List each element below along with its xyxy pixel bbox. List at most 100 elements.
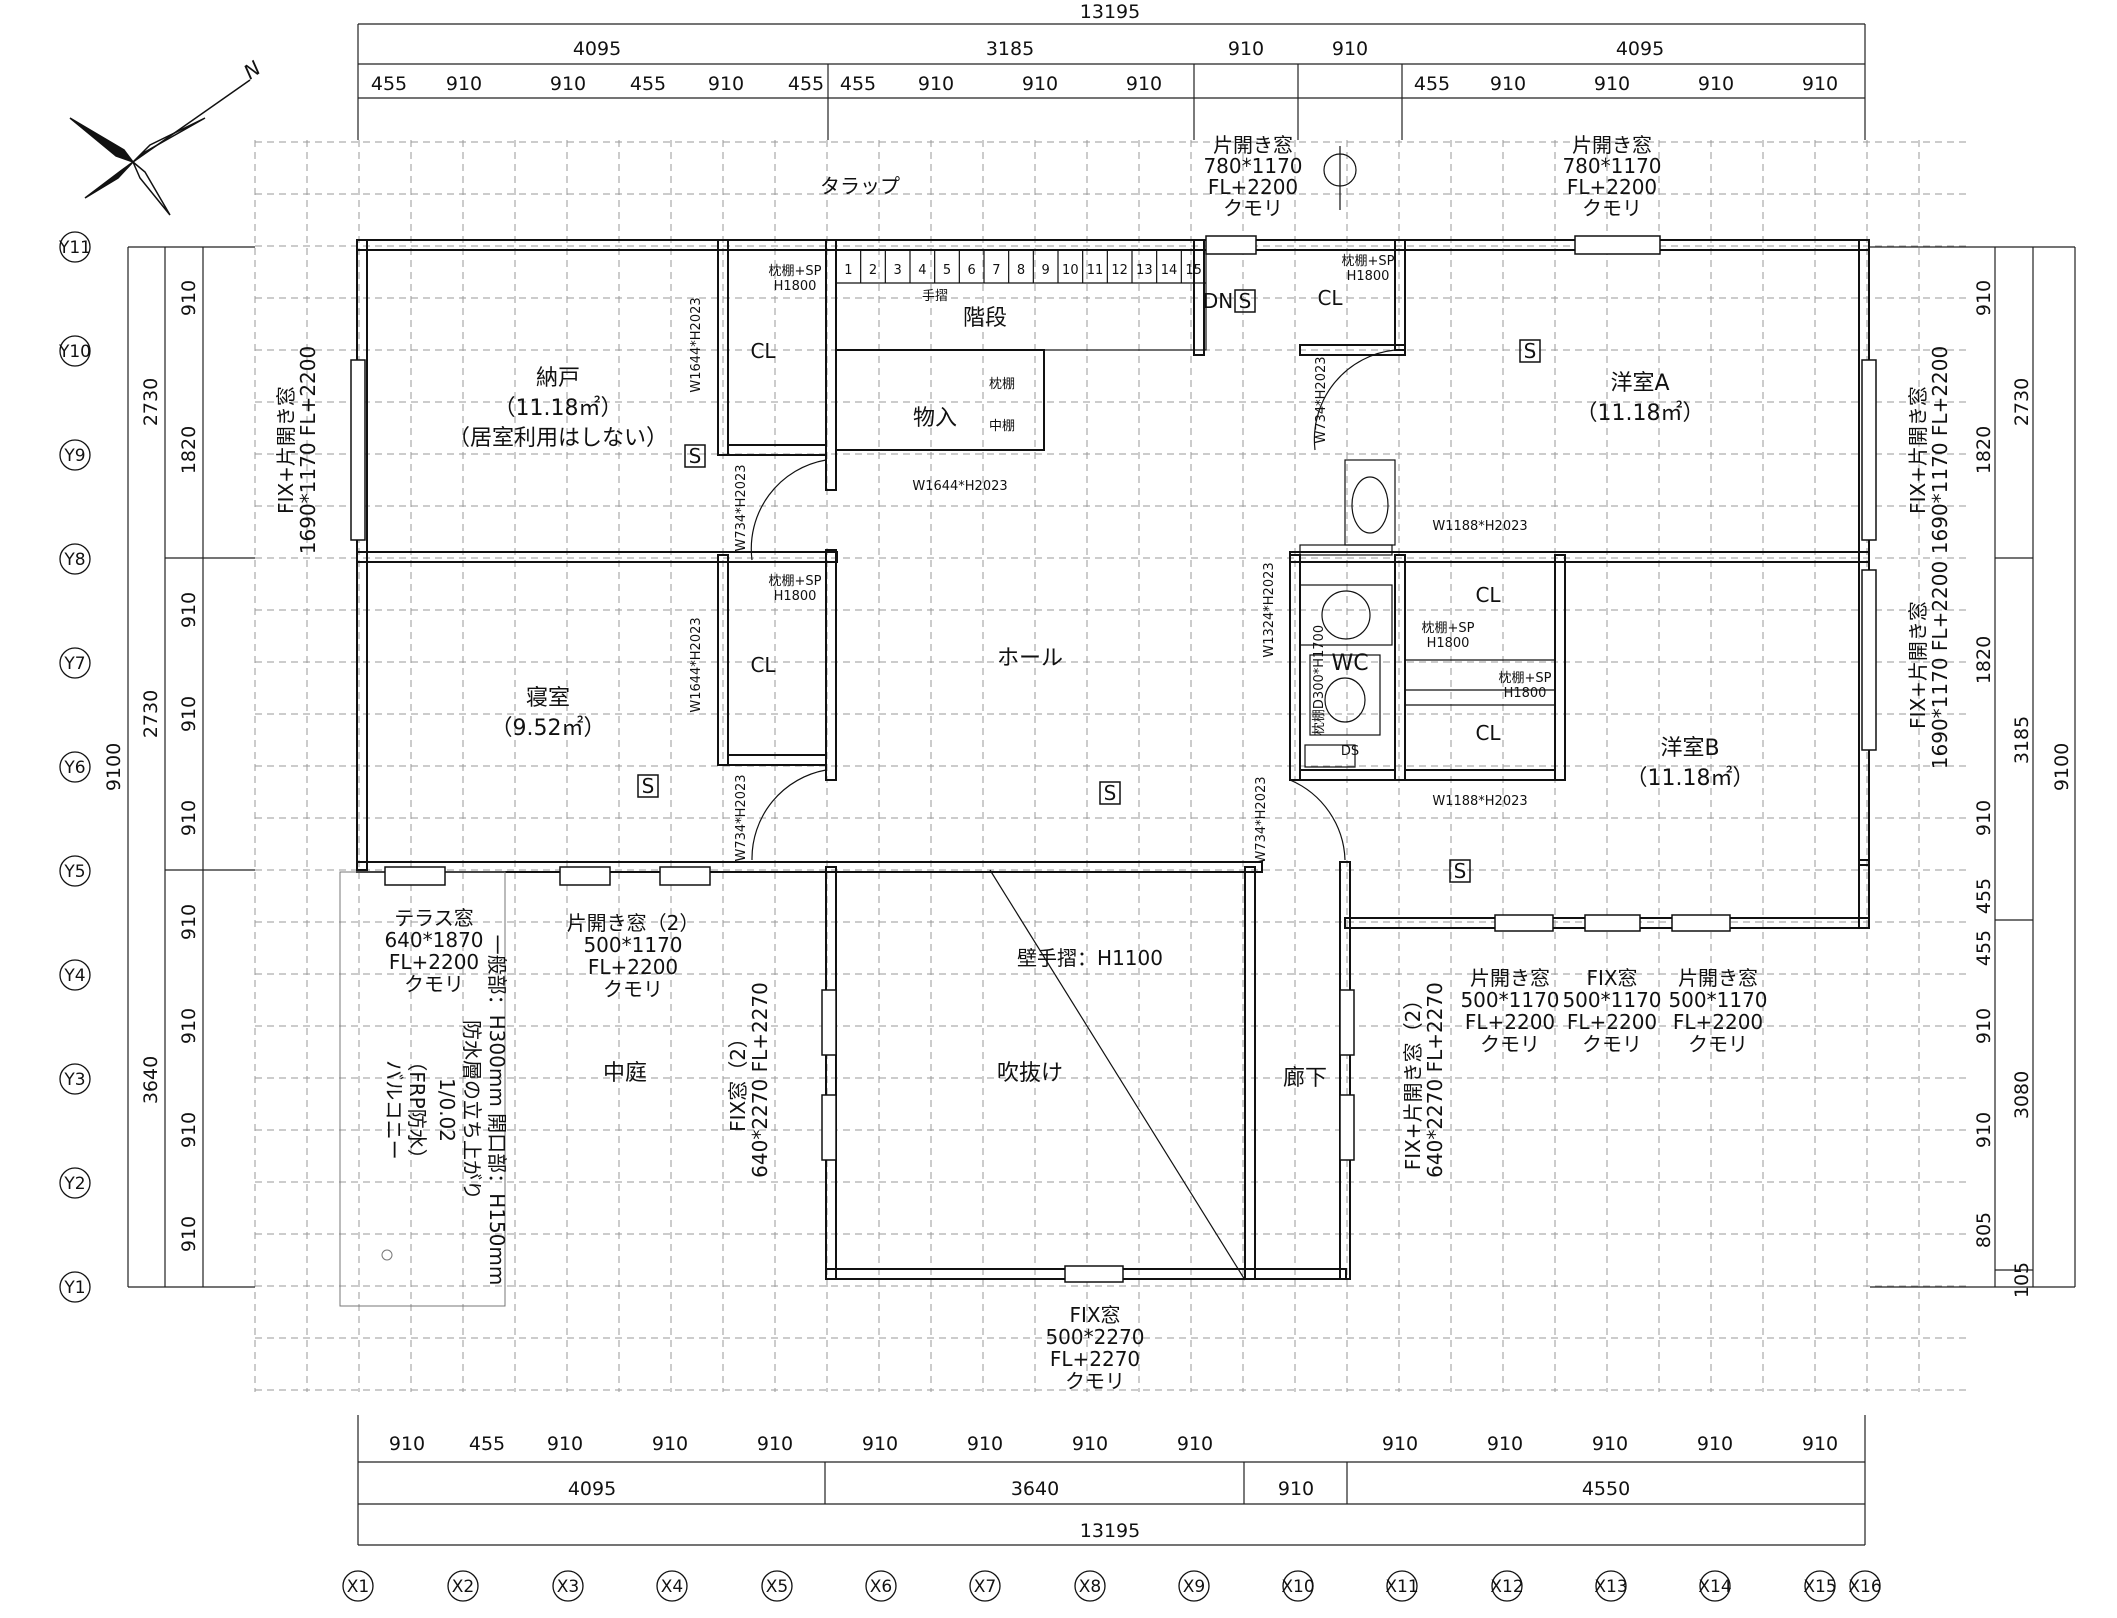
- grid-y-circle: [59, 855, 91, 887]
- balcony-text: 一般部：H300mm 開口部：H150mm: [485, 935, 509, 1286]
- window-bottom-fix-text: 500*2270: [1045, 1325, 1144, 1349]
- grid-x-label: X16: [1848, 1577, 1881, 1597]
- grid-x-label: X5: [766, 1577, 788, 1597]
- s-mark: S: [1524, 339, 1537, 363]
- balcony-text: （FRP防水）: [405, 1051, 429, 1168]
- stair-number: 12: [1111, 263, 1128, 278]
- room-nando-name: 納戸: [536, 366, 580, 391]
- grid-y-label: Y6: [63, 758, 85, 778]
- dim-left-total: 9100: [103, 743, 125, 791]
- dim-top-fine: 455: [788, 73, 824, 95]
- stair-number: 10: [1062, 263, 1079, 278]
- window-top-mid-text: 780*1170: [1203, 154, 1302, 178]
- grid-y-circle: [59, 647, 91, 679]
- grid-x-circle: [552, 1570, 584, 1602]
- dim-right-fine: 455: [1973, 930, 1995, 966]
- stair-number: 14: [1161, 263, 1178, 278]
- dim-right-mid: 3185: [2011, 716, 2033, 764]
- window-top-right-text: 780*1170: [1562, 154, 1661, 178]
- grid-x-circle: [1491, 1570, 1523, 1602]
- dim-bottom-fine: 910: [757, 1433, 793, 1455]
- s-mark: S: [1239, 289, 1252, 313]
- grid-y-label: Y10: [58, 342, 91, 362]
- room-kaidan-name: 階段: [963, 306, 1007, 331]
- dim-top-fine: 910: [446, 73, 482, 95]
- dim-bottom-fine: 910: [1592, 1433, 1628, 1455]
- stair-number: 15: [1185, 263, 1202, 278]
- stair-number: 3: [894, 263, 902, 278]
- dim-bottom-mid: 4095: [568, 1478, 616, 1500]
- stair-number: 6: [968, 263, 976, 278]
- label-makura-sp: 枕棚+SP: [1422, 621, 1475, 636]
- s-mark: S: [642, 774, 655, 798]
- label-makura-sp: 枕棚+SP: [769, 574, 822, 589]
- window-r-b-text: FIX窓: [1586, 966, 1637, 990]
- grid-y-label: Y11: [58, 238, 91, 258]
- dim-bottom-fine: 910: [967, 1433, 1003, 1455]
- room-nando-note: （居室利用はしない）: [448, 426, 668, 451]
- label-dn: DN: [1203, 289, 1233, 313]
- room-youshitsu-b-area: （11.18㎡）: [1626, 765, 1755, 791]
- dim-top-fine: 910: [918, 73, 954, 95]
- dim-top-fine: 910: [708, 73, 744, 95]
- grid-y-label: Y2: [63, 1174, 85, 1194]
- dim-left-fine: 910: [178, 1216, 200, 1252]
- window-top-mid-text: 片開き窓: [1213, 133, 1293, 157]
- dim-top-total: 13195: [1080, 1, 1140, 23]
- dim-left-mid: 2730: [140, 690, 162, 738]
- dim-left-mid: 3640: [140, 1056, 162, 1104]
- dim-left-fine: 910: [178, 1112, 200, 1148]
- grid-y-circle: [59, 751, 91, 783]
- window-r-a-text: 500*1170: [1460, 988, 1559, 1012]
- window-top-right-text: クモリ: [1582, 196, 1642, 220]
- label-w734: W734*H2023: [1254, 776, 1269, 863]
- label-makura-sp: 枕棚+SP: [1342, 254, 1395, 269]
- dim-top-mid: 3185: [986, 38, 1034, 60]
- window-right-top-text: 1690*1170 FL+2200: [1928, 346, 1952, 554]
- window-terrace-text: FL+2200: [389, 950, 479, 974]
- window-katabiraki2-text: FL+2200: [588, 955, 678, 979]
- room-shinshitsu-name: 寝室: [526, 686, 570, 711]
- label-makura-sp: 枕棚+SP: [1499, 671, 1552, 686]
- fixtures: [750, 146, 1555, 1281]
- room-shinshitsu-area: （9.52㎡）: [491, 715, 606, 741]
- s-mark: S: [689, 444, 702, 468]
- label-h1800: H1800: [1347, 269, 1390, 284]
- dim-bottom-fine: 910: [1177, 1433, 1213, 1455]
- label-w1644: W1644*H2023: [912, 479, 1007, 494]
- window-katabiraki2-text: 片開き窓（2）: [567, 911, 700, 935]
- stair-number: 7: [992, 263, 1000, 278]
- window-fix-right2-text: 640*2270 FL+2270: [1423, 982, 1447, 1178]
- stair-number: 1: [844, 263, 852, 278]
- grid-x-circle: [1849, 1570, 1881, 1602]
- label-kabe-tesuri: 壁手摺：H1100: [1017, 946, 1163, 970]
- svg-text:N: N: [239, 56, 265, 84]
- grid-x-label: X1: [347, 1577, 369, 1597]
- window-top-mid-text: クモリ: [1223, 196, 1283, 220]
- dim-bottom-fine: 455: [469, 1433, 505, 1455]
- grid-x-circle: [342, 1570, 374, 1602]
- side-dimension-texts: 9100 2730 2730 3640 910 1820 910 910 910…: [103, 280, 2073, 1298]
- grid-y-circle: [59, 1167, 91, 1199]
- dim-top-mid: 4095: [1616, 38, 1664, 60]
- dim-top-fine: 455: [630, 73, 666, 95]
- grid-x-label: X12: [1490, 1577, 1523, 1597]
- dim-left-fine: 910: [178, 1008, 200, 1044]
- dim-left-fine: 910: [178, 280, 200, 316]
- dim-top-fine: 910: [1126, 73, 1162, 95]
- room-nakaniwa-name: 中庭: [603, 1061, 647, 1086]
- label-w734: W734*H2023: [734, 774, 749, 861]
- window-r-c-text: クモリ: [1688, 1032, 1748, 1056]
- window-right-mid-text: FIX+片開き窓: [1906, 601, 1930, 729]
- grid-x-circle: [1595, 1570, 1627, 1602]
- dim-bottom-fine: 910: [862, 1433, 898, 1455]
- north-arrow-icon: N: [69, 56, 265, 216]
- grid-y-label: Y4: [63, 966, 85, 986]
- window-r-c-text: FL+2200: [1673, 1010, 1763, 1034]
- grid-x-label: X9: [1183, 1577, 1205, 1597]
- grid-y-label: Y3: [63, 1070, 85, 1090]
- dimension-texts: 13195 4095 3185 910 910 4095 455 910 910…: [371, 1, 1838, 1542]
- window-r-a-text: 片開き窓: [1470, 966, 1550, 990]
- dim-bottom-fine: 910: [1382, 1433, 1418, 1455]
